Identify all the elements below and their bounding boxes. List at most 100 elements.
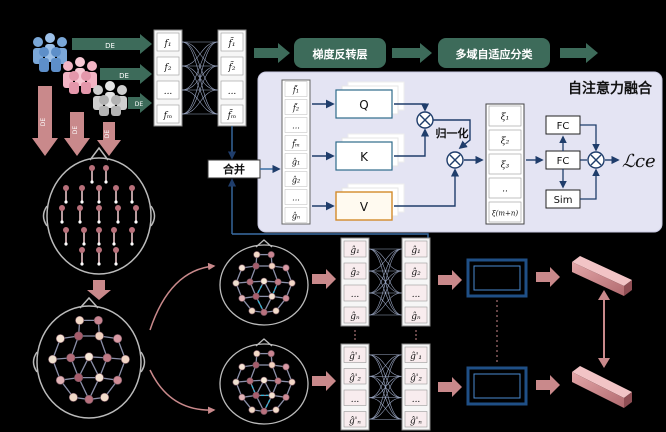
graph-node [68, 392, 78, 402]
graph-node [274, 278, 282, 286]
graph-node [260, 407, 268, 415]
electrode-tip [112, 242, 116, 246]
feature-column-g-prime-left: ĝ'₁ĝ'₂...ĝ'ₙ [340, 343, 370, 431]
graph-to-g-arrow-2 [312, 371, 336, 391]
multiply-node-1 [416, 111, 434, 129]
feature-cell [343, 240, 367, 258]
feature-cell-label: ĝ₂ [411, 267, 421, 278]
link [368, 397, 403, 420]
projection-box-1 [466, 258, 528, 298]
graph-node [274, 377, 282, 385]
feature-cell [220, 32, 244, 52]
electrode-tip [104, 180, 108, 184]
xi-label: .. [502, 185, 508, 195]
electrode-head [129, 185, 135, 191]
fc-box-top: FC [545, 115, 581, 135]
electrode-tip [80, 200, 84, 204]
graph-node [48, 354, 58, 364]
de-label: DE [104, 130, 111, 139]
attn-input-label: ... [292, 194, 300, 203]
electrode-head [113, 185, 119, 191]
down-arrow-to-graph [87, 280, 111, 300]
electrode-head [96, 205, 102, 211]
k-label: K [360, 150, 369, 164]
de-label: DE [135, 101, 144, 108]
link [368, 354, 403, 420]
feature-cell-label: ĝₙ [350, 311, 360, 322]
electrode-head [103, 165, 109, 171]
pipeline-arrow-3 [560, 43, 598, 63]
projection-box-2 [466, 366, 528, 406]
graph-node [100, 392, 110, 402]
xi-cell [488, 105, 522, 127]
v-box: V [335, 183, 405, 221]
electrode-head [96, 247, 102, 253]
graph-node [282, 363, 290, 371]
link [181, 41, 219, 115]
link [368, 248, 403, 272]
feature-cell [343, 346, 367, 363]
graph-node [113, 334, 123, 344]
graph-node [272, 406, 280, 414]
electrode-head [129, 227, 135, 233]
graph-node [267, 251, 275, 259]
link [181, 41, 219, 67]
de-label: DE [105, 42, 115, 50]
sim-label: Sim [554, 195, 573, 206]
feature-cell [156, 32, 180, 52]
proj-to-bar-arrow-1 [536, 267, 560, 287]
graph-node [260, 277, 268, 285]
electrode-tip [97, 242, 101, 246]
feature-cell-label: ... [412, 290, 421, 300]
electrode-tip [90, 180, 94, 184]
graph-node [232, 378, 240, 386]
graph-node [238, 264, 246, 272]
feature-cell [343, 284, 367, 302]
graph-node [102, 353, 112, 363]
de-label: DE [119, 72, 129, 80]
electrode-tip [97, 262, 101, 266]
graph-node [74, 331, 84, 341]
feature-cell [220, 56, 244, 76]
attn-input-cell [284, 117, 308, 133]
q-label: Q [359, 98, 368, 112]
feature-cell-label: ... [412, 395, 421, 405]
brain-graph-bottom-left [32, 296, 146, 419]
electrode-head [59, 205, 65, 211]
graph-node [232, 279, 240, 287]
graph-node [282, 393, 290, 401]
feature-cell [343, 389, 367, 406]
link [181, 41, 219, 91]
graph-node [267, 350, 275, 358]
link [368, 375, 403, 420]
graph-node [260, 376, 268, 384]
electrode-head [79, 247, 85, 253]
de-arrow-down-1: DE [32, 86, 58, 156]
fully-connected-links-top [181, 41, 219, 115]
feature-cell-label: ĝₙ [411, 311, 421, 322]
graph-node [252, 361, 260, 369]
multiply-node-3 [587, 151, 605, 169]
attn-input-label: ĝ₂ [292, 176, 300, 185]
feature-cell [220, 104, 244, 124]
electrode-tip [78, 220, 82, 224]
feature-cell-label: ... [164, 87, 173, 97]
feature-cell-label: ĝ'₂ [349, 372, 361, 383]
xi-label: ξ₂ [501, 137, 510, 147]
de-label: DE [40, 118, 47, 127]
graph-node [74, 373, 84, 383]
subject-group-blue [33, 33, 67, 72]
graph-node [84, 352, 94, 362]
link [368, 270, 403, 316]
feature-cell [343, 262, 367, 280]
attn-input-cell [284, 135, 308, 151]
feature-cell-label: f̃₁ [228, 37, 236, 49]
graph-node [248, 406, 256, 414]
attn-input-label: ĝ₁ [292, 158, 300, 167]
graph-node [120, 354, 130, 364]
graph-node [55, 334, 65, 344]
feature-cell [404, 306, 428, 324]
embedding-bar-1 [572, 256, 632, 296]
